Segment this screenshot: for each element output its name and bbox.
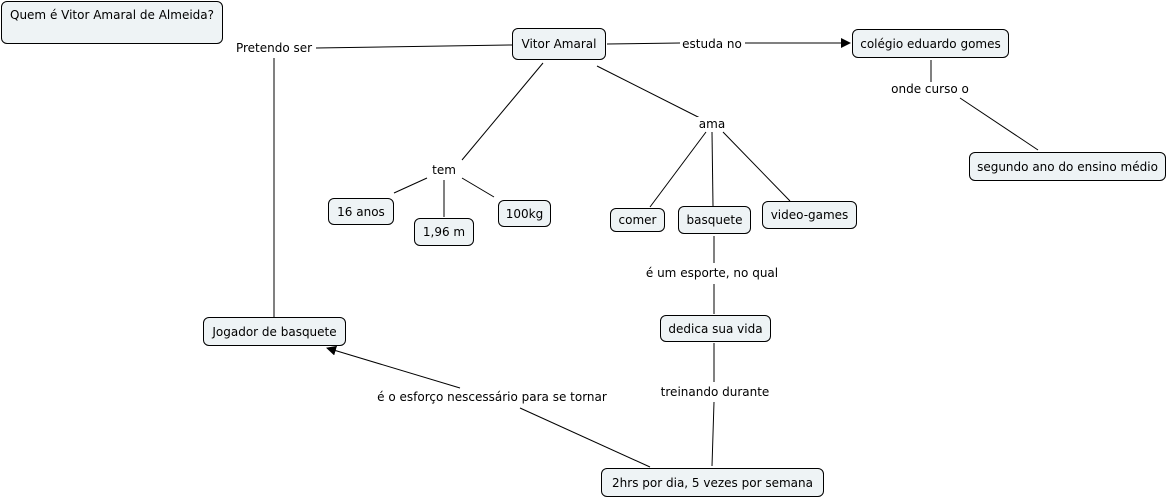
link-estuda-no[interactable]: estuda no xyxy=(680,37,744,51)
concept-text: colégio eduardo gomes xyxy=(860,36,1001,51)
link-ama[interactable]: ama xyxy=(696,117,728,131)
concept-basquete[interactable]: basquete xyxy=(678,206,751,234)
concept-text: segundo ano do ensino médio xyxy=(977,159,1158,174)
concept-peso[interactable]: 100kg xyxy=(498,200,551,227)
line-onde-segundo xyxy=(959,97,1039,151)
concept-text: Vitor Amaral xyxy=(521,37,597,51)
line-ama-videogames xyxy=(722,131,791,202)
link-treinando[interactable]: treinando durante xyxy=(658,385,772,399)
line-tem-anos xyxy=(393,177,428,194)
concept-text: Jogador de basquete xyxy=(212,324,337,339)
concept-altura[interactable]: 1,96 m xyxy=(414,218,474,246)
concept-comer[interactable]: comer xyxy=(610,208,665,232)
concept-text: video-games xyxy=(770,208,849,222)
concept-dedica[interactable]: dedica sua vida xyxy=(660,315,771,342)
concept-text: 1,96 m xyxy=(422,225,466,239)
concept-jogador[interactable]: Jogador de basquete xyxy=(203,317,346,346)
link-esforco[interactable]: é o esforço nescessário para se tornar xyxy=(375,390,609,404)
line-horas-esforco xyxy=(519,407,651,468)
link-esporte[interactable]: é um esporte, no qual xyxy=(643,266,781,280)
line-vitor-ama xyxy=(596,65,701,119)
line-ama-basquete xyxy=(711,131,714,207)
line-vitor-tem xyxy=(461,62,544,161)
concept-text: Quem é Vitor Amaral de Almeida? xyxy=(10,8,214,22)
concept-text: basquete xyxy=(686,213,743,227)
concept-text: 100kg xyxy=(505,206,544,221)
concept-horas[interactable]: 2hrs por dia, 5 vezes por semana xyxy=(601,468,824,497)
line-ama-comer xyxy=(649,131,707,208)
concept-text: 2hrs por dia, 5 vezes por semana xyxy=(612,475,813,490)
link-onde-curso[interactable]: onde curso o xyxy=(889,82,971,96)
concept-colegio[interactable]: colégio eduardo gomes xyxy=(852,29,1009,58)
concept-vitor-amaral[interactable]: Vitor Amaral xyxy=(512,28,606,60)
line-tem-peso xyxy=(461,177,495,198)
concept-text: comer xyxy=(618,213,657,227)
link-pretendo-ser[interactable]: Pretendo ser xyxy=(233,41,315,55)
concept-question[interactable]: Quem é Vitor Amaral de Almeida? xyxy=(1,1,223,44)
link-tem[interactable]: tem xyxy=(430,163,458,177)
concept-segundo-ano[interactable]: segundo ano do ensino médio xyxy=(969,152,1166,181)
concept-video-games[interactable]: video-games xyxy=(762,201,857,229)
concept-16-anos[interactable]: 16 anos xyxy=(328,198,394,225)
line-esforco-jogador xyxy=(326,345,461,389)
line-treinando-horas xyxy=(711,401,715,467)
concept-text: 16 anos xyxy=(337,204,385,219)
concept-text: dedica sua vida xyxy=(668,321,763,336)
line-vitor-pretendo xyxy=(315,44,513,49)
line-vitor-estuda xyxy=(606,42,681,45)
